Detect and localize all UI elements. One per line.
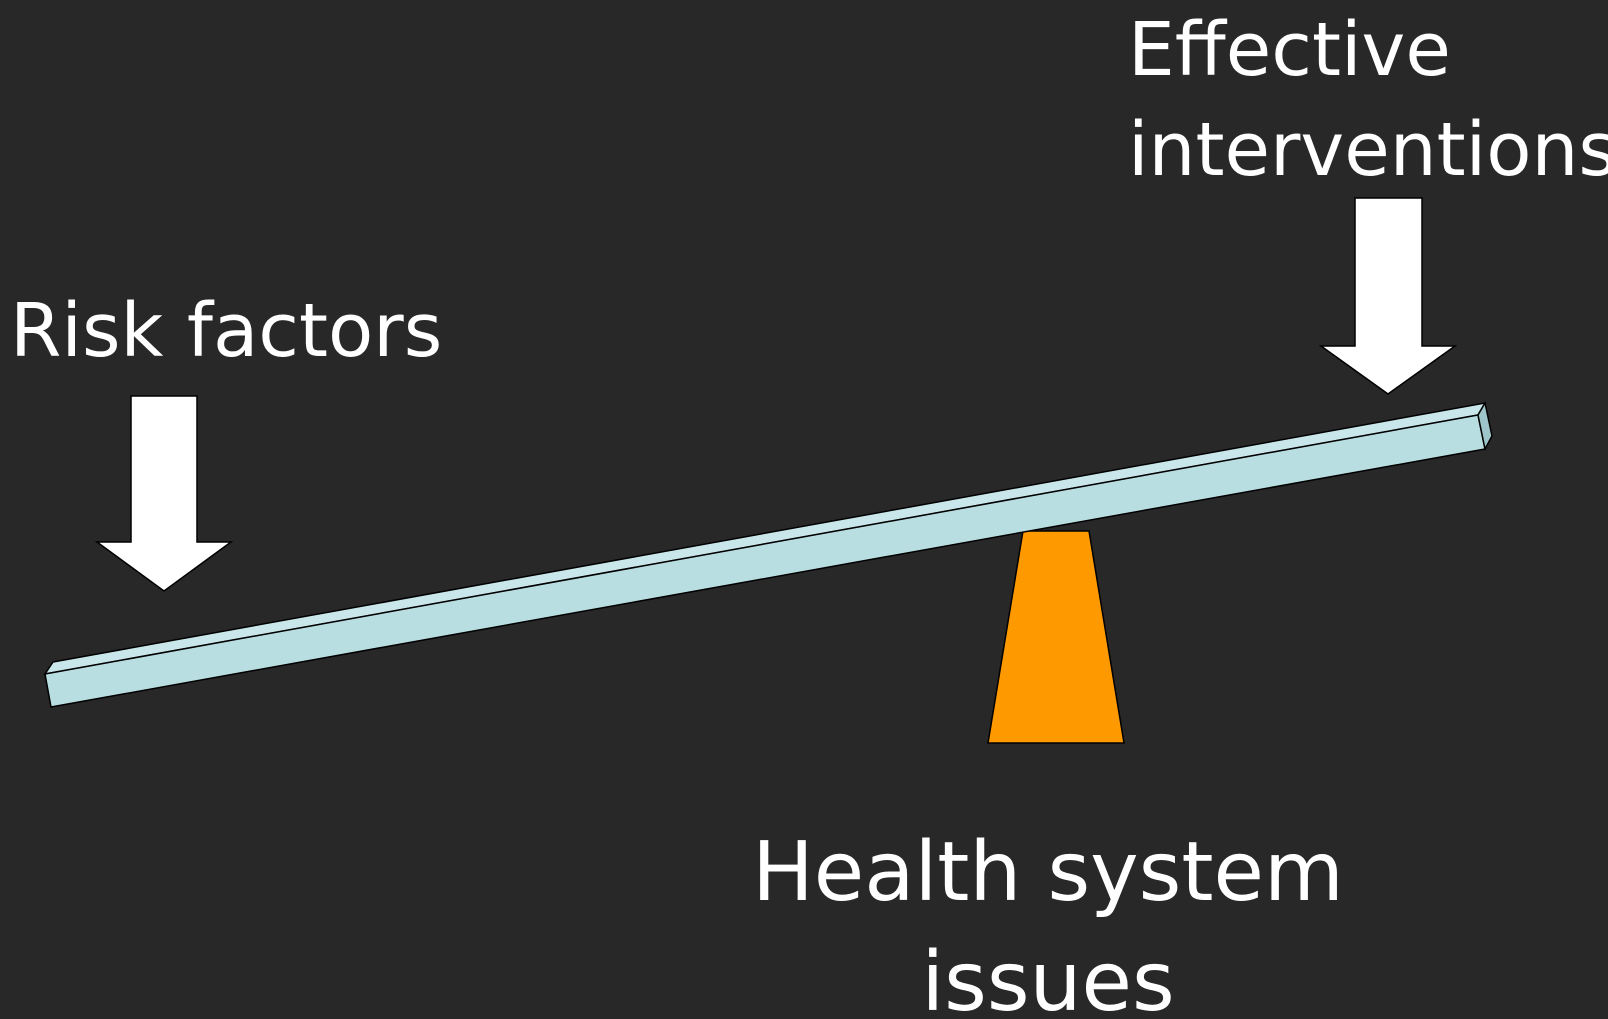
seesaw-beam (43, 400, 1493, 708)
health-system-issues-line-2: issues (921, 935, 1175, 1019)
fulcrum (987, 530, 1125, 744)
effective-interventions-label: Effective interventions (1128, 0, 1608, 200)
effective-interventions-line-1: Effective (1128, 7, 1451, 93)
risk-factors-label: Risk factors (10, 288, 443, 374)
intervention-down-arrow-icon (1318, 197, 1458, 395)
effective-interventions-line-2: interventions (1128, 107, 1608, 193)
health-system-issues-label: Health system issues (748, 818, 1348, 1019)
health-system-issues-line-1: Health system (752, 825, 1344, 920)
risk-down-arrow-icon (94, 395, 234, 592)
